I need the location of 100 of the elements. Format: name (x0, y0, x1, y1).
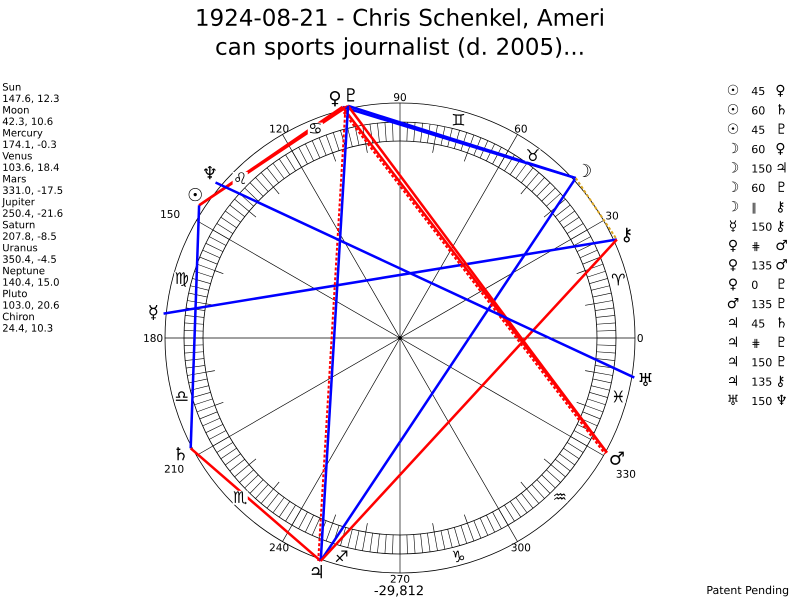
planet-symbol: ♆ (204, 166, 216, 180)
degree-label: 330 (616, 470, 636, 478)
planet-symbol: ♀ (729, 259, 737, 272)
value-label: -29,812 (374, 585, 423, 597)
position-value: 331.0, -17.5 (3, 186, 62, 195)
degree-label: 180 (144, 334, 162, 342)
position-value: 147.6, 12.3 (3, 94, 59, 104)
degree-label: 240 (270, 543, 288, 552)
planet-symbol: ♆ (777, 394, 786, 405)
planet-name: Mercury (3, 129, 43, 138)
position-value: 103.6, 18.4 (3, 163, 59, 172)
planet-symbol: ♀ (729, 240, 737, 252)
degree-label: 30 (606, 212, 618, 220)
planet-symbol: ♀ (776, 84, 784, 97)
degree-label: 210 (164, 464, 184, 473)
zodiac-sign: ♎ (174, 390, 190, 402)
degree-label: 60 (514, 124, 527, 133)
planet-symbol: ♃ (312, 565, 322, 578)
aspect-value: 135 (752, 300, 772, 308)
planet-symbol: ♃ (729, 317, 737, 328)
zodiac-sign: ♑ (450, 550, 466, 563)
planet-symbol: ♀ (330, 90, 340, 106)
planet-name: Sun (2, 83, 20, 91)
aspect-value: 60 (752, 144, 765, 154)
planet-symbol: ☿ (149, 305, 158, 320)
position-value: 350.4, -4.5 (3, 255, 56, 264)
zodiac-sign: ♏ (232, 490, 248, 505)
planet-symbol: ♇ (778, 356, 784, 366)
planet-symbol: ♄ (778, 104, 785, 114)
planet-symbol: ♇ (778, 124, 784, 134)
planet-symbol: ♇ (778, 182, 784, 192)
planet-symbol: ♃ (729, 375, 737, 386)
planet-symbol: ⚷ (778, 220, 784, 232)
aspect-value: 60 (752, 184, 765, 192)
planet-symbol: ♂ (776, 259, 787, 270)
planet-symbol: ☉ (188, 188, 202, 202)
planet-name: Neptune (3, 266, 44, 276)
degree-label: 90 (394, 93, 406, 102)
zodiac-sign: ♋ (308, 122, 323, 134)
aspect-line (214, 181, 635, 379)
zodiac-sign: ♌ (232, 172, 248, 184)
planet-symbol: ☽ (732, 142, 738, 154)
zodiac-sign: ♒ (552, 492, 568, 503)
zodiac-sign: ♈ (610, 273, 626, 286)
position-value: 24.4, 10.3 (3, 324, 52, 333)
aspect-value: ⋕ (752, 242, 760, 252)
zodiac-sign: ♍ (174, 272, 190, 288)
planet-symbol: ☽ (732, 162, 738, 172)
footer-text: Patent Pending (707, 586, 788, 596)
aspect-value: ∥ (752, 202, 756, 214)
planet-symbol: ♂ (610, 452, 624, 465)
aspect-value: 0 (752, 280, 758, 289)
planet-symbol: ⚷ (778, 376, 784, 388)
planet-symbol: ♇ (778, 278, 784, 289)
planet-symbol: ☉ (728, 104, 738, 114)
planet-name: Chiron (2, 312, 34, 320)
planet-symbol: ♀ (729, 278, 737, 290)
aspect-value: 150 (752, 358, 772, 366)
planet-name: Moon (3, 106, 29, 114)
position-value: 140.4, 15.0 (3, 278, 59, 287)
aspect-value: 45 (752, 319, 764, 328)
planet-symbol: ♀ (776, 142, 784, 155)
aspect-line (190, 447, 322, 562)
planet-name: Venus (2, 152, 32, 160)
planet-symbol: ☽ (732, 182, 738, 192)
planet-symbol: ☉ (728, 124, 738, 134)
planet-name: Jupiter (2, 198, 35, 208)
planet-symbol: ♄ (176, 447, 185, 460)
planet-symbol: ♇ (778, 336, 784, 347)
aspect-value: 45 (752, 126, 764, 134)
zodiac-sign: ♐ (334, 550, 350, 563)
aspect-value: 150 (752, 222, 772, 231)
aspect-value: 135 (752, 261, 772, 270)
planet-name: Pluto (3, 290, 27, 298)
planet-symbol: ☽ (732, 201, 738, 212)
planet-symbol: ⚷ (624, 228, 631, 242)
position-value: 250.4, -21.6 (3, 209, 62, 218)
aspect-value: 45 (752, 86, 764, 96)
planet-symbol: ♅ (640, 372, 652, 386)
degree-label: 300 (512, 543, 530, 552)
title: 1924-08-21 - Chris Schenkel, Ameri can sports journalist (d. 2005)... (197, 8, 603, 60)
planet-symbol: ♂ (776, 240, 787, 250)
planet-symbol: ☉ (728, 84, 738, 95)
position-value: 174.1, -0.3 (3, 140, 56, 150)
planet-name: Uranus (3, 244, 38, 252)
planet-symbol: ♇ (347, 88, 355, 102)
aspect-line (320, 238, 618, 562)
degree-label: 0 (638, 334, 643, 342)
aspect-value: 150 (752, 396, 772, 406)
aspect-line (574, 177, 618, 240)
planet-symbol: ♅ (728, 394, 738, 405)
aspect-value: 135 (752, 377, 772, 386)
planet-symbol: ♄ (778, 317, 785, 328)
aspect-value: 60 (752, 106, 765, 115)
planet-symbol: ♂ (728, 298, 738, 308)
planet-symbol: ⚷ (778, 201, 784, 213)
position-value: 42.3, 10.6 (2, 118, 52, 126)
planet-symbol: ♇ (778, 298, 784, 308)
planet-symbol: ☽ (582, 164, 591, 177)
degree-label: 150 (161, 210, 180, 218)
